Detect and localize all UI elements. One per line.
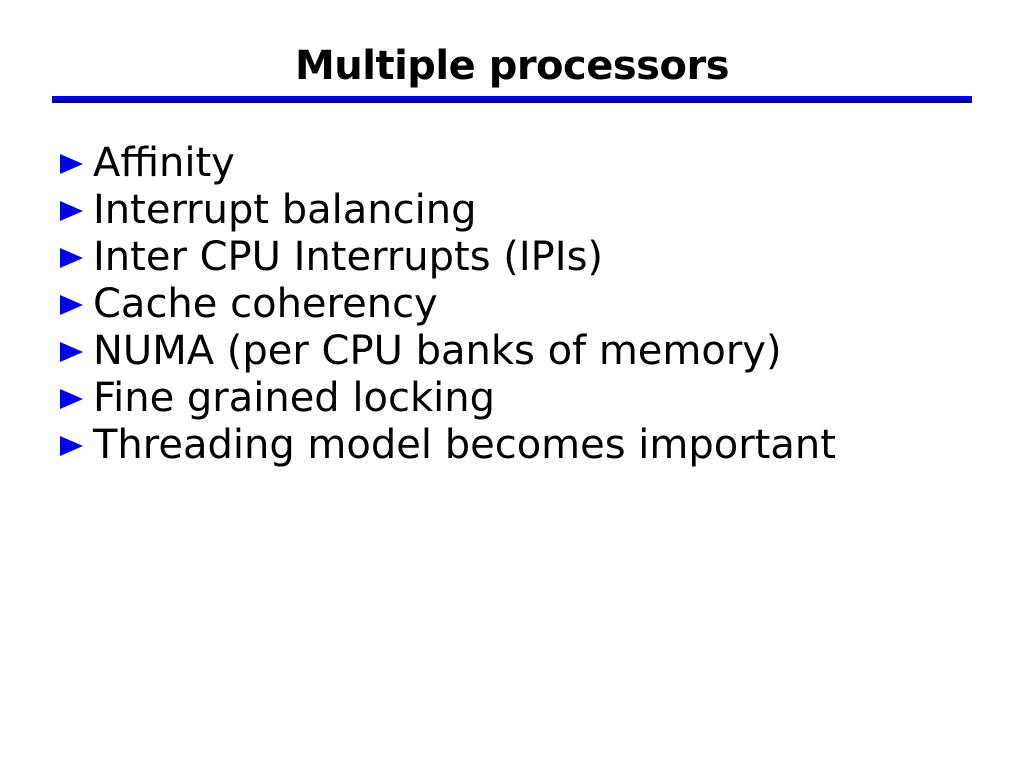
bullet-triangle-icon [60,294,83,315]
list-item: Threading model becomes important [60,422,1024,469]
bullet-triangle-icon [60,247,83,268]
bullet-triangle-icon [60,341,83,362]
bullet-list: Affinity Interrupt balancing Inter CPU I… [60,140,1024,469]
bullet-triangle-icon [60,200,83,221]
list-item: Inter CPU Interrupts (IPIs) [60,234,1024,281]
bullet-text: Inter CPU Interrupts (IPIs) [93,234,604,280]
list-item: Fine grained locking [60,375,1024,422]
bullet-triangle-icon [60,388,83,409]
list-item: Affinity [60,140,1024,187]
bullet-triangle-icon [60,153,83,174]
slide-title: Multiple processors [294,43,730,89]
bullet-text: NUMA (per CPU banks of memory) [93,328,782,374]
bullet-text: Interrupt balancing [93,187,477,233]
bullet-text: Threading model becomes important [93,422,836,468]
bullet-text: Affinity [93,140,235,186]
bullet-text: Cache coherency [93,281,438,327]
bullet-triangle-icon [60,435,83,456]
list-item: NUMA (per CPU banks of memory) [60,328,1024,375]
list-item: Cache coherency [60,281,1024,328]
title-divider [52,96,972,103]
bullet-text: Fine grained locking [93,375,496,421]
list-item: Interrupt balancing [60,187,1024,234]
